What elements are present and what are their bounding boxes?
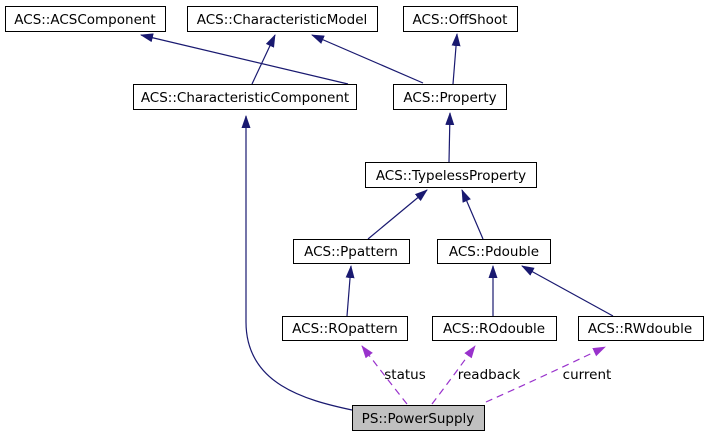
node-acs-pdouble[interactable]: ACS::Pdouble [437, 239, 551, 264]
node-acs-property[interactable]: ACS::Property [393, 84, 507, 110]
node-acs-characteristiccomponent[interactable]: ACS::CharacteristicComponent [133, 84, 357, 110]
node-label: ACS::Ppattern [304, 244, 398, 260]
node-label: ACS::ROpattern [292, 321, 398, 337]
edge-labels: status readback current [384, 367, 611, 383]
edge-ropattern-to-ppattern [345, 265, 355, 317]
edge-label-readback: readback [458, 367, 521, 383]
edge-powersupply-to-characteristiccomponent [241, 115, 353, 411]
node-label: ACS::RWdouble [588, 321, 692, 337]
nodes: ACS::ACSComponent ACS::CharacteristicMod… [5, 6, 704, 431]
node-label: ACS::Property [403, 90, 496, 106]
node-acs-acscomponent[interactable]: ACS::ACSComponent [5, 6, 166, 32]
edge-characteristiccomponent-to-acscomponent [140, 33, 349, 85]
node-acs-ppattern[interactable]: ACS::Ppattern [293, 239, 410, 264]
edge-powersupply-status-ropattern [361, 345, 408, 405]
edge-property-to-offshoot [451, 33, 461, 85]
edge-label-current: current [563, 367, 612, 383]
node-acs-characteristicmodel[interactable]: ACS::CharacteristicModel [187, 6, 378, 32]
node-label: ACS::ACSComponent [14, 12, 155, 28]
node-label: ACS::Pdouble [449, 244, 539, 260]
node-acs-rodouble[interactable]: ACS::ROdouble [432, 316, 557, 341]
node-label: ACS::TypelessProperty [376, 168, 526, 184]
edge-powersupply-current-rwdouble [485, 346, 606, 403]
edge-label-status: status [384, 367, 425, 383]
edge-powersupply-readback-rodouble [431, 345, 476, 405]
edge-property-to-characteristicmodel [311, 34, 424, 84]
edge-pdouble-to-typelessproperty [461, 189, 484, 240]
node-acs-ropattern[interactable]: ACS::ROpattern [282, 316, 408, 341]
node-acs-offshoot[interactable]: ACS::OffShoot [403, 6, 518, 32]
node-acs-rwdouble[interactable]: ACS::RWdouble [578, 316, 704, 341]
edge-typelessproperty-to-property [445, 112, 455, 163]
node-label: ACS::ROdouble [443, 321, 545, 337]
edge-ppattern-to-typelessproperty [367, 189, 428, 240]
edge-characteristiccomponent-to-characteristicmodel [251, 34, 276, 85]
node-label: PS::PowerSupply [362, 411, 475, 427]
node-acs-typelessproperty[interactable]: ACS::TypelessProperty [365, 162, 537, 188]
usage-edges [361, 345, 606, 405]
node-ps-powersupply: PS::PowerSupply [352, 405, 485, 431]
inheritance-edges [140, 33, 614, 411]
node-label: ACS::OffShoot [413, 12, 508, 28]
node-label: ACS::CharacteristicModel [197, 12, 368, 28]
node-label: ACS::CharacteristicComponent [141, 90, 349, 106]
edge-rwdouble-to-pdouble [521, 265, 614, 317]
